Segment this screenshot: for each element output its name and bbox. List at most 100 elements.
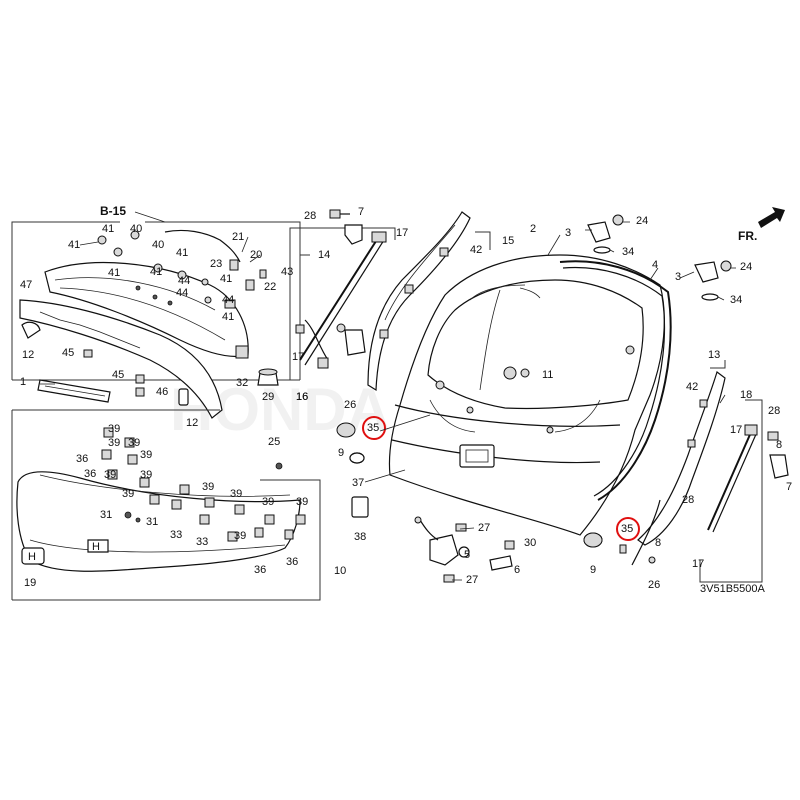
highlight-circle-35-left	[362, 416, 386, 440]
callout: 2	[530, 223, 536, 235]
callout: 15	[502, 235, 514, 247]
callout: 11	[542, 369, 553, 381]
emblem-19-part: H	[21, 547, 45, 565]
callout: 4	[652, 259, 658, 271]
callout: 34	[730, 294, 742, 306]
hinge-7-right	[769, 454, 789, 479]
callout: 14	[318, 249, 330, 261]
callout: 44	[222, 294, 234, 306]
tailgate-garnish-part: H	[16, 471, 301, 572]
callout: 42	[470, 244, 482, 256]
callout: 44	[176, 287, 188, 299]
front-indicator-label: FR.	[738, 229, 757, 243]
callout: 41	[220, 273, 232, 285]
callout: 28	[682, 494, 694, 506]
callout: 27	[478, 522, 490, 534]
callout: 12	[186, 417, 198, 429]
striker-6-part	[489, 555, 513, 571]
callout: 39	[122, 488, 134, 500]
callout: 31	[100, 509, 112, 521]
front-arrow-icon	[758, 207, 785, 228]
callout: 33	[196, 536, 208, 548]
callout: 42	[686, 381, 698, 393]
leader-lines	[40, 221, 736, 581]
grommet-37-part	[349, 452, 365, 464]
callout: 44	[178, 275, 190, 287]
latch-5-part	[414, 516, 470, 566]
callout: 41	[108, 267, 120, 279]
callout: 22	[264, 281, 276, 293]
callout: 30	[524, 537, 536, 549]
callout: 39	[140, 449, 152, 461]
callout: 32	[236, 377, 248, 389]
callout: 23	[210, 258, 222, 270]
callout: 47	[20, 279, 32, 291]
callout: 29	[262, 391, 274, 403]
spoiler-underside-part	[19, 299, 223, 419]
callout: 39	[234, 530, 246, 542]
callout: 38	[354, 531, 366, 543]
callout: 45	[62, 347, 74, 359]
callout: 39	[128, 437, 140, 449]
callout: 12	[22, 349, 34, 361]
callout: 28	[768, 405, 780, 417]
stay-bracket-part	[336, 323, 366, 356]
callout: 36	[286, 556, 298, 568]
side-garnish-13-bracket	[710, 360, 726, 369]
svg-text:H: H	[28, 551, 36, 563]
highlighted-callout: 35	[367, 422, 379, 434]
wire-harness-right	[631, 499, 661, 566]
garnish-bracket	[11, 409, 321, 601]
callout: 33	[170, 529, 182, 541]
gas-stay-18-part	[707, 424, 758, 533]
callout-labels: 41 41 40 41 40 41 41 44 44 41 41 44 21 2…	[20, 206, 792, 591]
callout: 46	[156, 386, 168, 398]
svg-text:H: H	[92, 541, 100, 553]
callout: 36	[76, 453, 88, 465]
callout: 13	[708, 349, 720, 361]
side-garnish-13-part	[637, 371, 726, 546]
stay-bracket-18	[699, 399, 763, 583]
hinge-3-lower	[694, 260, 732, 301]
hinge-7-top	[344, 224, 363, 245]
callout: 39	[140, 469, 152, 481]
gas-stay-16-part	[295, 231, 387, 369]
callout: 43	[281, 266, 293, 278]
callout: 20	[250, 249, 262, 261]
washer-tube-part	[164, 229, 241, 263]
stay-bracket-16	[289, 227, 396, 380]
callout: 21	[232, 231, 244, 243]
callout: 8	[776, 439, 782, 451]
callout: 17	[730, 424, 742, 436]
callout: 7	[786, 481, 792, 493]
garnish-clips	[101, 427, 306, 542]
highlighted-callout: 35	[621, 523, 633, 535]
callout: 8	[655, 537, 661, 549]
callout: 9	[590, 564, 596, 576]
callout: 5	[464, 549, 470, 561]
callout: 41	[222, 311, 234, 323]
callout: 24	[636, 215, 648, 227]
callout: 39	[296, 496, 308, 508]
callout: 39	[108, 423, 120, 435]
side-garnish-15-part	[367, 211, 471, 392]
highlight-circle-35-right	[616, 517, 640, 541]
grommet-29-part	[257, 368, 279, 386]
callout: 39	[262, 496, 274, 508]
stopper-9-right	[583, 532, 603, 548]
callout: 39	[108, 437, 120, 449]
callout: 41	[102, 223, 114, 235]
callout: 41	[150, 266, 162, 278]
callout: 17	[692, 558, 704, 570]
bolt-28-top	[329, 209, 350, 219]
callout: 39	[202, 481, 214, 493]
callout: 7	[358, 206, 364, 218]
part-code-label: 3V51B5500A	[700, 583, 765, 595]
callout: 27	[466, 574, 478, 586]
callout: 37	[352, 477, 364, 489]
callout: 40	[130, 223, 142, 235]
side-garnish-bracket	[475, 231, 491, 250]
callout: 18	[740, 389, 752, 401]
callout: 6	[514, 564, 520, 576]
